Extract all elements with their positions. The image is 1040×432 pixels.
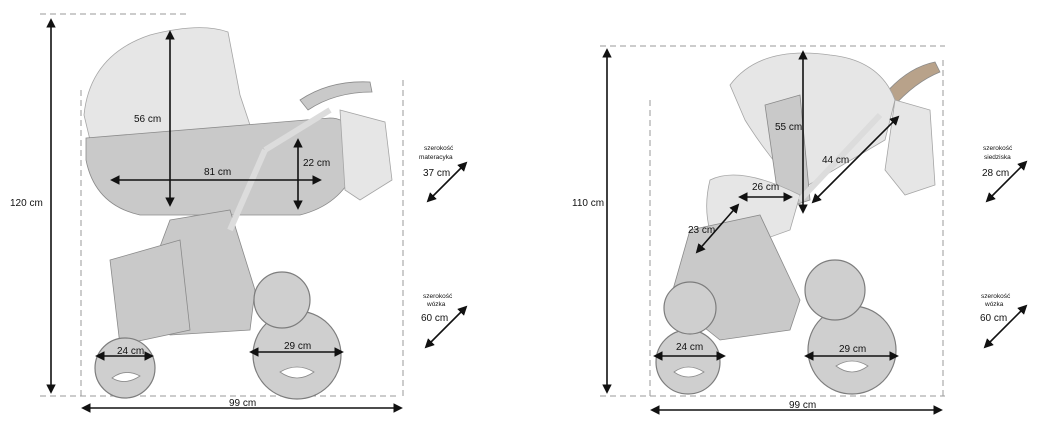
right-footrest-label: 23 cm — [688, 225, 715, 236]
right-seat-width-label: 28 cm — [982, 168, 1009, 179]
right-rear-wheel-label: 29 cm — [839, 344, 866, 355]
left-mattress-width-label: 37 cm — [423, 168, 450, 179]
right-seat-depth-label: 26 cm — [752, 182, 779, 193]
left-mattress-width-caption-2: materacyka — [419, 154, 453, 161]
left-stroller-illustration — [83, 27, 393, 400]
left-stroller-carrycot: 120 cm 99 cm 56 cm 81 cm 22 cm 24 cm 29 … — [10, 13, 468, 413]
right-seat-width-caption-1: szerokość — [983, 145, 1013, 152]
right-seat-length-label: 44 cm — [822, 155, 849, 166]
left-mattress-width-arrow — [426, 161, 468, 203]
right-height-label: 110 cm — [572, 198, 604, 209]
right-seat-back-label: 55 cm — [775, 122, 802, 133]
right-stroller-width-caption-1: szerokość — [981, 293, 1011, 300]
right-footrest-arrow — [695, 203, 740, 254]
right-stroller-width-label: 60 cm — [980, 313, 1007, 324]
left-stroller-width-caption-1: szerokość — [423, 293, 453, 300]
left-stroller-width-arrow — [424, 305, 468, 349]
left-height-label: 120 cm — [10, 198, 43, 209]
right-stroller-width-arrow — [983, 304, 1028, 349]
right-seat-width-caption-2: siedziska — [984, 154, 1011, 161]
right-stroller-seat: 110 cm 99 cm 55 cm 44 cm 26 cm 23 cm 24 … — [572, 45, 1028, 415]
left-rear-wheel-label: 29 cm — [284, 341, 311, 352]
right-stroller-width-caption-2: wózka — [984, 301, 1004, 308]
left-mattress-width-caption-1: szerokość — [424, 145, 454, 152]
left-carrycot-depth-label: 22 cm — [303, 158, 330, 169]
right-seat-width-arrow — [985, 160, 1028, 203]
left-stroller-width-label: 60 cm — [421, 313, 448, 324]
right-seat-length-arrow — [811, 115, 900, 204]
left-canopy-height-label: 56 cm — [134, 114, 161, 125]
left-carrycot-length-label: 81 cm — [204, 167, 231, 178]
left-stroller-width-caption-2: wózka — [426, 301, 446, 308]
right-front-wheel-label: 24 cm — [676, 342, 703, 353]
left-front-wheel-label: 24 cm — [117, 346, 144, 357]
left-width-label: 99 cm — [229, 398, 256, 409]
right-width-label: 99 cm — [789, 400, 816, 411]
